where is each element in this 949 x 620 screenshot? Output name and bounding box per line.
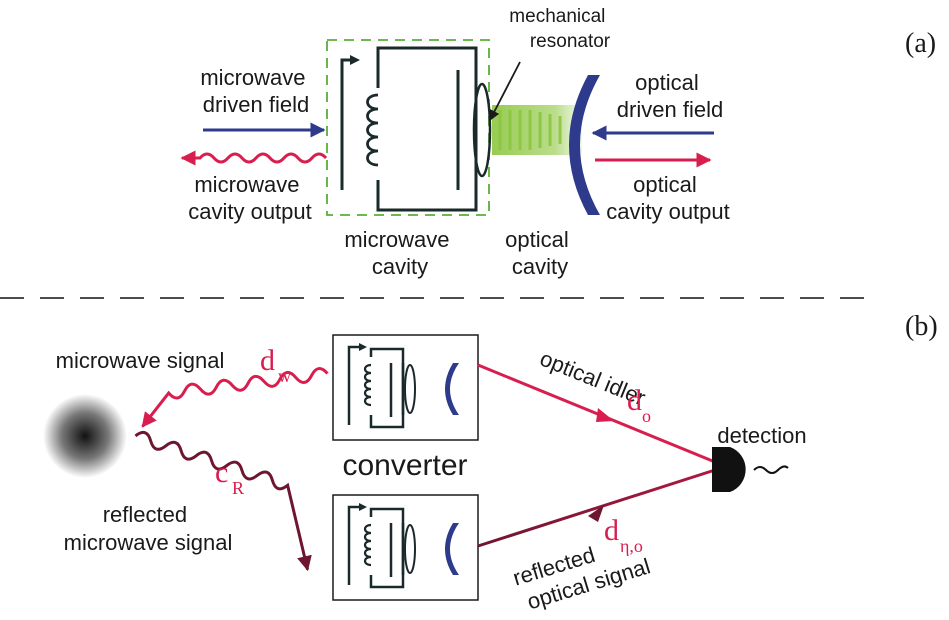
- d-w-symbol: d w: [260, 344, 291, 386]
- microwave-cavity-output-label: microwave cavity output: [188, 172, 312, 224]
- svg-text:η,o: η,o: [620, 536, 643, 556]
- svg-text:d: d: [604, 514, 619, 547]
- svg-text:o: o: [642, 406, 651, 426]
- microwave-signal-wave: [141, 367, 329, 428]
- converter-top: [331, 333, 480, 442]
- panel-a-tag: (a): [905, 28, 936, 59]
- optical-cavity-label: optical cavity: [505, 227, 575, 279]
- microwave-source-blob: [43, 394, 127, 478]
- mechanical-resonator-label: mechanical resonator: [509, 6, 610, 52]
- optical-driven-field-label: optical driven field: [617, 70, 723, 122]
- panel-b-tag: (b): [905, 311, 938, 342]
- optical-idler-arrowhead: [596, 408, 614, 422]
- svg-text:c: c: [215, 456, 228, 489]
- reflected-microwave-wave: [134, 430, 312, 572]
- optical-mirror: [569, 75, 600, 215]
- d-o-symbol: d o: [627, 384, 651, 426]
- resonator-pointer-arrow: [489, 61, 521, 121]
- svg-text:d: d: [627, 384, 642, 417]
- reflected-microwave-signal-label: reflected microwave signal: [64, 502, 233, 555]
- detector-wire: [753, 465, 789, 474]
- mechanical-resonator-membrane: [472, 82, 492, 178]
- svg-text:R: R: [232, 478, 244, 498]
- converter-bottom: [331, 493, 480, 602]
- reflected-optical-beam: [477, 468, 716, 548]
- photodetector: [712, 447, 746, 492]
- detection-label: detection: [717, 423, 806, 448]
- microwave-cavity-output-wave: [180, 150, 328, 166]
- microwave-driven-field-label: microwave driven field: [200, 65, 311, 117]
- svg-text:d: d: [260, 344, 275, 377]
- d-eta-o-symbol: d η,o: [604, 514, 643, 556]
- svg-text:w: w: [278, 366, 291, 386]
- microwave-signal-label: microwave signal: [56, 348, 225, 373]
- optical-idler-beam: [477, 363, 716, 464]
- microwave-lc-circuit: [340, 46, 478, 212]
- microwave-cavity-boundary: [326, 39, 490, 216]
- microwave-cavity-label: microwave cavity: [344, 227, 455, 279]
- c-r-symbol: c R: [215, 456, 244, 498]
- optical-cavity-field: [492, 105, 582, 155]
- optical-field-stripes: [498, 110, 562, 150]
- reflected-optical-arrowhead: [588, 505, 604, 522]
- optical-cavity-output-label: optical cavity output: [606, 172, 730, 224]
- converter-label: converter: [342, 449, 467, 482]
